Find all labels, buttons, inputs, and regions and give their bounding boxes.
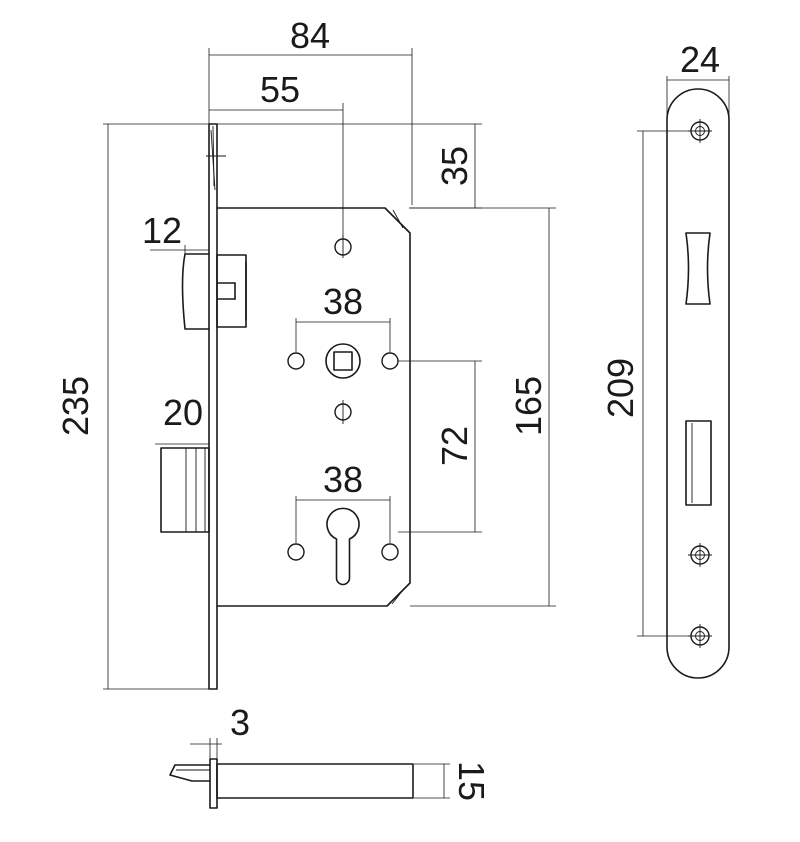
dim-label-12: 12 bbox=[142, 210, 182, 251]
left-fixing-hole bbox=[287, 352, 305, 370]
bottom-view bbox=[169, 758, 414, 809]
faceplate-screw-middle bbox=[688, 543, 712, 567]
bottom-forend bbox=[209, 758, 218, 809]
faceplate-view bbox=[666, 88, 730, 679]
faceplate-screw-bottom bbox=[688, 624, 712, 648]
dim-label-15: 15 bbox=[451, 761, 492, 801]
dim-label-38-lower: 38 bbox=[323, 459, 363, 500]
dim-label-209: 209 bbox=[600, 358, 641, 418]
dim-label-235: 235 bbox=[55, 376, 96, 436]
dim-label-84: 84 bbox=[290, 15, 330, 56]
front-view bbox=[160, 123, 411, 690]
dimension-labels: 84 55 35 12 235 38 165 72 20 38 24 209 3… bbox=[55, 15, 720, 801]
faceplate-deadbolt-slot bbox=[685, 420, 712, 506]
cyl-right-hole bbox=[381, 543, 399, 561]
cyl-left-hole bbox=[287, 543, 305, 561]
dim-label-55: 55 bbox=[260, 69, 300, 110]
dim-label-72: 72 bbox=[434, 426, 475, 466]
dim-label-3: 3 bbox=[230, 702, 250, 743]
dim-label-38-upper: 38 bbox=[323, 281, 363, 322]
dim-label-24: 24 bbox=[680, 39, 720, 80]
dim-label-20: 20 bbox=[163, 392, 203, 433]
faceplate-screw-top bbox=[688, 119, 712, 143]
dim-label-165: 165 bbox=[508, 376, 549, 436]
bottom-latch bbox=[169, 764, 211, 782]
dim-label-35: 35 bbox=[434, 146, 475, 186]
dimension-lines bbox=[103, 48, 730, 799]
right-fixing-hole bbox=[381, 352, 399, 370]
deadbolt bbox=[160, 447, 210, 533]
lock-case bbox=[216, 207, 411, 607]
bottom-case bbox=[216, 763, 414, 799]
faceplate-latch-slot bbox=[685, 232, 711, 305]
cylinder-cutout bbox=[326, 507, 360, 586]
spindle-follower bbox=[325, 343, 361, 379]
faceplate-outline bbox=[666, 88, 730, 679]
forend-plate bbox=[208, 123, 218, 690]
latch-bolt bbox=[181, 253, 247, 330]
